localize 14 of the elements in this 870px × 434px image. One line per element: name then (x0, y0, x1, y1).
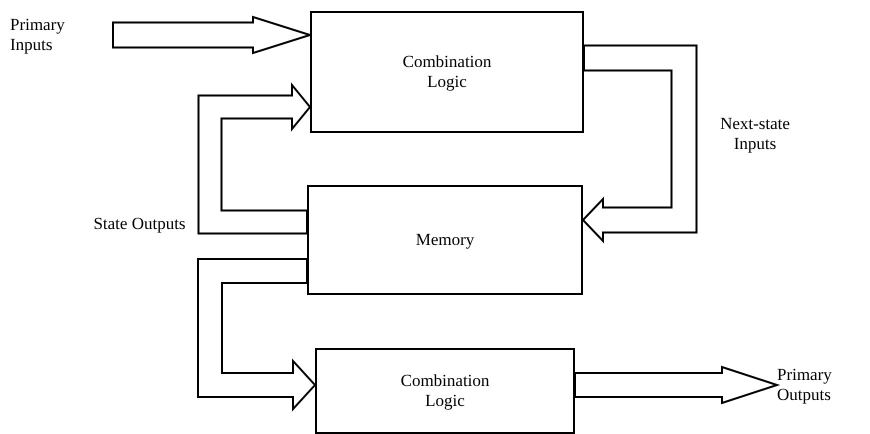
bus-arrow (197, 258, 316, 412)
bus-arrow (198, 82, 312, 234)
edge-label: Next-state Inputs (719, 114, 791, 155)
block-label: Combination Logic (400, 370, 490, 412)
bus-arrow (582, 44, 698, 244)
block-label: Combination Logic (402, 52, 492, 92)
bus-arrow (574, 366, 780, 404)
logic-block-box (310, 11, 584, 133)
signal-label: State Outputs (92, 214, 187, 234)
signal-label: Primary Inputs (10, 14, 66, 56)
logic-block-box (315, 348, 575, 434)
logic-block-box (307, 185, 583, 295)
block-label: Memory (414, 230, 476, 250)
signal-label: Primary Outputs (777, 364, 833, 406)
